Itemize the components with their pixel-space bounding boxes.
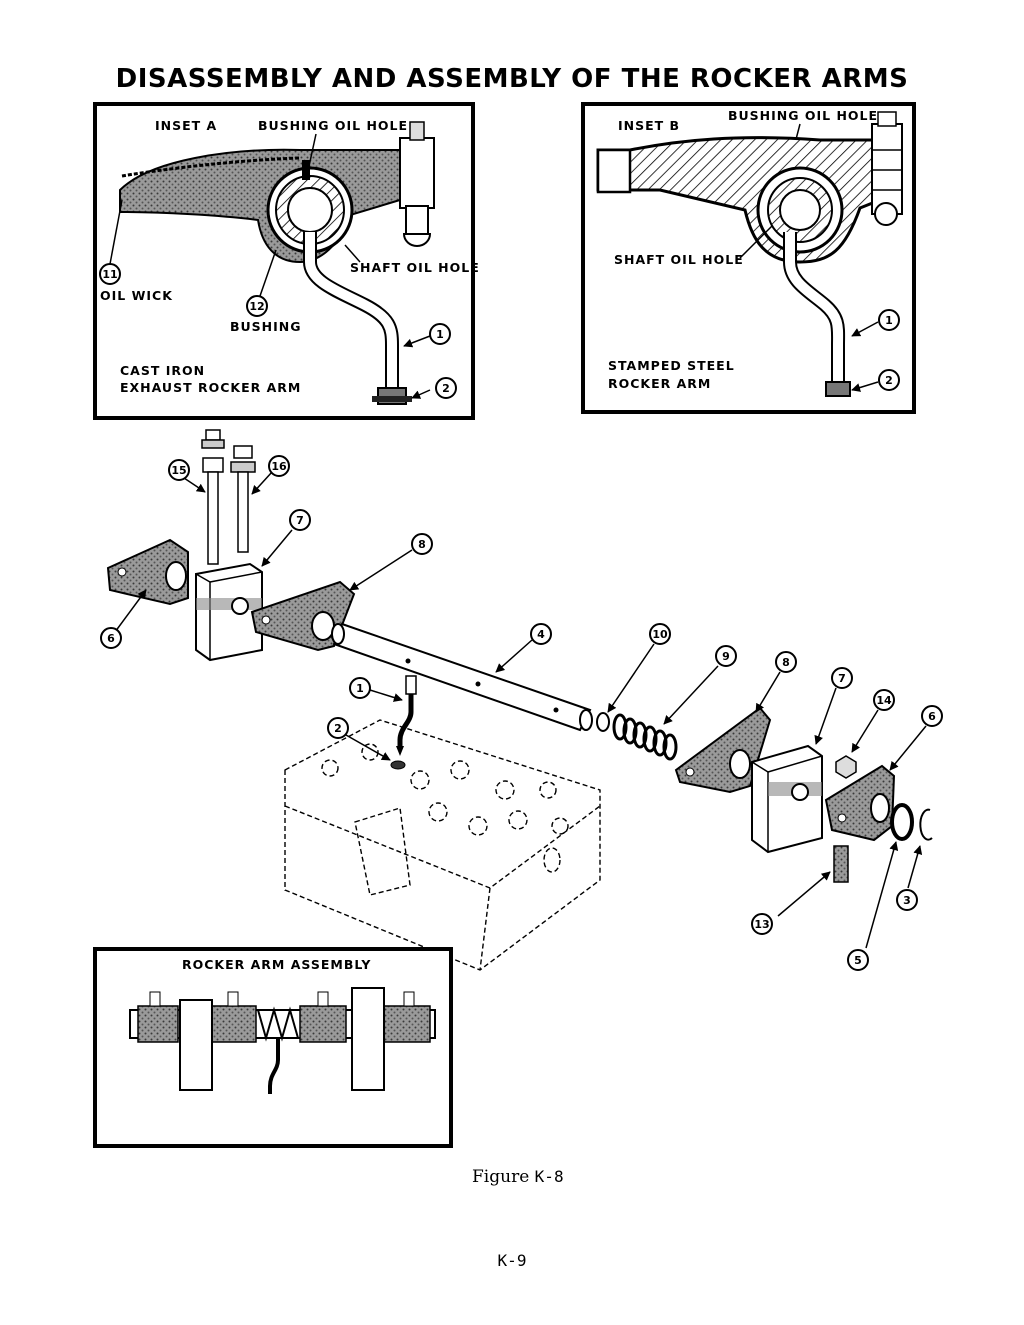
- assembly-label: ROCKER ARM ASSEMBLY: [182, 957, 371, 972]
- callout-6-right: 6: [921, 705, 943, 727]
- callout-5: 5: [847, 949, 869, 971]
- stamped-steel-rocker-arm: [596, 111, 903, 397]
- inset-a-callout-2: 2: [435, 377, 457, 399]
- svg-text:15: 15: [171, 464, 186, 477]
- cast-iron-rocker-arm: [119, 121, 435, 405]
- callout-4: 4: [530, 623, 552, 645]
- svg-text:8: 8: [418, 538, 426, 551]
- cylinder-head: [284, 719, 601, 971]
- inset-a-bushing-oil-hole-label: BUSHING OIL HOLE: [258, 118, 408, 133]
- inset-b-caption-line-2: ROCKER ARM: [608, 376, 711, 391]
- inset-a-title: INSET A: [155, 118, 217, 133]
- figure-caption: Figure K-8: [472, 1167, 564, 1187]
- inset-a-callout-1: 1: [429, 323, 451, 345]
- exploded-view: 15 16 6 7: [100, 429, 943, 971]
- callout-3: 3: [896, 889, 918, 911]
- svg-text:10: 10: [652, 628, 668, 641]
- svg-text:4: 4: [537, 628, 545, 641]
- svg-text:8: 8: [782, 656, 790, 669]
- svg-text:16: 16: [271, 460, 287, 473]
- svg-text:11: 11: [102, 268, 117, 281]
- callout-13: 13: [751, 913, 773, 935]
- inset-a-caption-line-2: EXHAUST ROCKER ARM: [120, 380, 301, 395]
- bolt-15: [201, 429, 225, 565]
- svg-text:7: 7: [296, 514, 304, 527]
- svg-text:1: 1: [436, 328, 444, 341]
- washer-5: [890, 803, 914, 841]
- inset-a-caption-line-1: CAST IRON: [120, 363, 205, 378]
- svg-text:2: 2: [442, 382, 450, 395]
- rocker-arm-6-right: [824, 764, 896, 842]
- svg-text:12: 12: [249, 300, 264, 313]
- bracket-left: [195, 562, 263, 662]
- inset-b-callout-2: 2: [878, 369, 900, 391]
- svg-text:14: 14: [876, 694, 892, 707]
- callout-15: 15: [168, 459, 190, 481]
- nut-14: [835, 755, 857, 779]
- inset-b: INSET B BUSHING OIL HOLE SHAFT OIL HOLE: [581, 102, 916, 414]
- callout-2-exploded: 2: [327, 717, 349, 739]
- inset-b-title: INSET B: [618, 118, 680, 133]
- svg-text:3: 3: [903, 894, 911, 907]
- svg-text:2: 2: [334, 722, 342, 735]
- bracket-right: [751, 744, 823, 854]
- page-title: DISASSEMBLY AND ASSEMBLY OF THE ROCKER A…: [115, 64, 909, 94]
- callout-16: 16: [268, 455, 290, 477]
- callout-11: 11: [99, 263, 121, 285]
- svg-text:6: 6: [928, 710, 936, 723]
- figure-caption-number: K-8: [534, 1167, 564, 1186]
- callout-8-right: 8: [775, 651, 797, 673]
- callout-12: 12: [246, 295, 268, 317]
- snap-ring-3: [919, 808, 933, 841]
- figure-caption-prefix: Figure: [472, 1167, 530, 1187]
- bolt-16: [230, 445, 256, 553]
- callout-7-left: 7: [289, 509, 311, 531]
- page-number: K-9: [497, 1251, 527, 1270]
- oil-tube-1: [396, 675, 417, 756]
- inset-b-callout-1: 1: [878, 309, 900, 331]
- inset-b-shaft-oil-hole-label: SHAFT OIL HOLE: [614, 252, 744, 267]
- callout-7-right: 7: [831, 667, 853, 689]
- assembly-inset: ROCKER ARM ASSEMBLY: [93, 947, 453, 1148]
- inset-b-caption-line-1: STAMPED STEEL: [608, 358, 735, 373]
- spring-9: [612, 713, 678, 761]
- svg-text:1: 1: [885, 314, 893, 327]
- rocker-shaft: [331, 622, 593, 732]
- washer-2: [390, 760, 406, 770]
- rocker-arm-left: [106, 538, 189, 606]
- callout-6-left: 6: [100, 627, 122, 649]
- svg-text:13: 13: [754, 918, 769, 931]
- inset-b-bushing-oil-hole-label: BUSHING OIL HOLE: [728, 108, 878, 123]
- callout-10: 10: [649, 623, 671, 645]
- svg-text:9: 9: [722, 650, 730, 663]
- svg-text:5: 5: [854, 954, 862, 967]
- callout-14: 14: [873, 689, 895, 711]
- callout-1-exploded: 1: [349, 677, 371, 699]
- adjusting-screw-13: [833, 845, 849, 883]
- callout-9: 9: [715, 645, 737, 667]
- plug-10: [596, 712, 610, 732]
- oil-wick-label: OIL WICK: [100, 288, 173, 303]
- callout-8-left: 8: [411, 533, 433, 555]
- bushing-label: BUSHING: [230, 319, 302, 334]
- svg-text:7: 7: [838, 672, 846, 685]
- svg-text:2: 2: [885, 374, 893, 387]
- svg-text:6: 6: [107, 632, 115, 645]
- rocker-arm-8-right: [674, 706, 772, 794]
- assembled-shaft: [129, 987, 436, 1094]
- svg-text:1: 1: [356, 682, 364, 695]
- inset-a: INSET A BUSHING OIL HOLE SHAFT OIL HOLE: [93, 102, 480, 420]
- inset-a-shaft-oil-hole-label: SHAFT OIL HOLE: [350, 260, 480, 275]
